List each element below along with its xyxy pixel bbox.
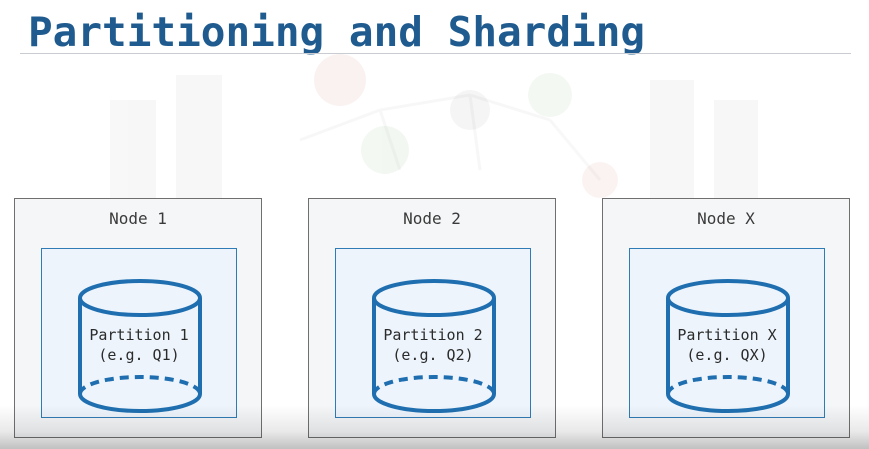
- partition-example: (e.g. Q2): [392, 346, 474, 364]
- node-label: Node 1: [109, 209, 167, 228]
- page-title: Partitioning and Sharding: [28, 8, 646, 56]
- partition-name: Partition X: [677, 326, 777, 344]
- partition-label: Partition X (e.g. QX): [630, 325, 824, 365]
- database-cylinder-icon: [666, 279, 790, 413]
- node-x-box: Node X Partition X (e.g. QX): [602, 198, 850, 438]
- partition-name: Partition 1: [89, 326, 189, 344]
- node-1-box: Node 1 Partition 1 (e.g. Q1): [14, 198, 262, 438]
- partition-label: Partition 1 (e.g. Q1): [42, 325, 236, 365]
- node-2-box: Node 2 Partition 2 (e.g. Q2): [308, 198, 556, 438]
- title-divider: [20, 53, 851, 54]
- partition-example: (e.g. QX): [686, 346, 768, 364]
- partition-box: Partition 2 (e.g. Q2): [335, 248, 531, 418]
- partition-label: Partition 2 (e.g. Q2): [336, 325, 530, 365]
- partition-box: Partition 1 (e.g. Q1): [41, 248, 237, 418]
- partition-example: (e.g. Q1): [98, 346, 180, 364]
- partition-box: Partition X (e.g. QX): [629, 248, 825, 418]
- database-cylinder-icon: [372, 279, 496, 413]
- database-cylinder-icon: [78, 279, 202, 413]
- node-label: Node X: [697, 209, 755, 228]
- node-label: Node 2: [403, 209, 461, 228]
- partition-name: Partition 2: [383, 326, 483, 344]
